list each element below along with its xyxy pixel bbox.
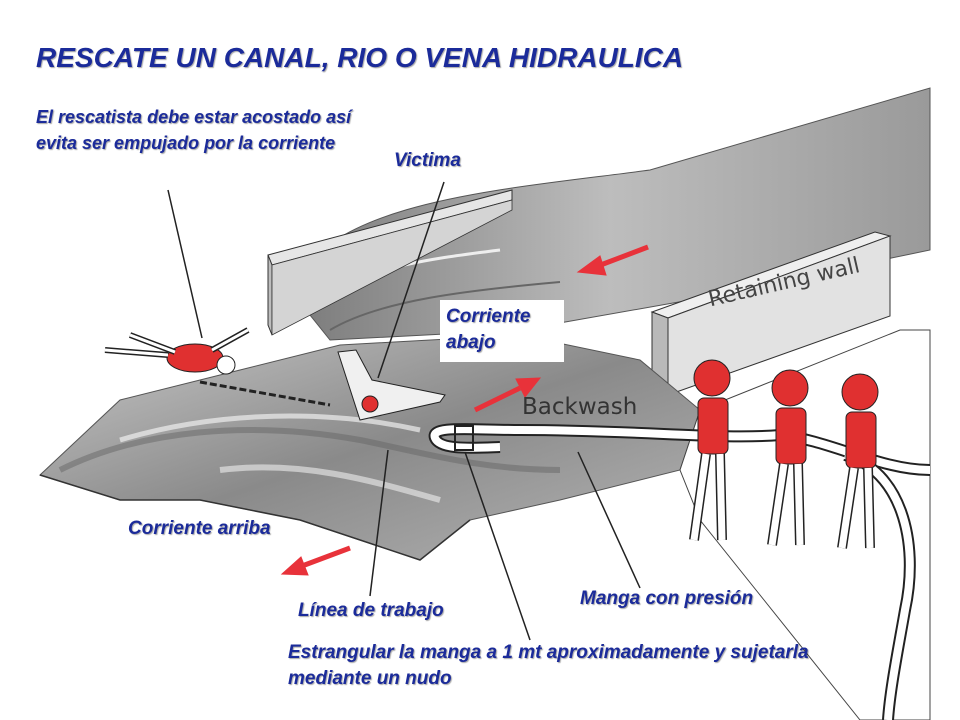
rescuer-note: El rescatista debe estar acostado así ev… [36,107,352,153]
leader-lines [167,181,641,641]
standing-rescuers [689,359,879,549]
victim-label: Victima [394,150,461,171]
downstream-label: Corriente abajo [440,300,564,362]
pressure-hose-label: Manga con presión [580,588,754,609]
strangle-note: Estrangular la manga a 1 mt aproximadame… [288,642,809,689]
hose-knot [454,425,474,451]
right-retaining-wall [650,231,892,396]
backwash-label: Backwash [522,394,638,420]
work-line-label: Línea de trabajo [298,600,444,621]
upstream-label: Corriente arriba [128,518,271,539]
flow-arrows [280,244,649,576]
victim-figure [337,349,446,421]
lying-rescuer [104,327,250,375]
page-title: RESCATE UN CANAL, RIO O VENA HIDRAULICA [36,42,684,73]
left-retaining-wall [267,189,513,336]
work-line [199,380,331,407]
